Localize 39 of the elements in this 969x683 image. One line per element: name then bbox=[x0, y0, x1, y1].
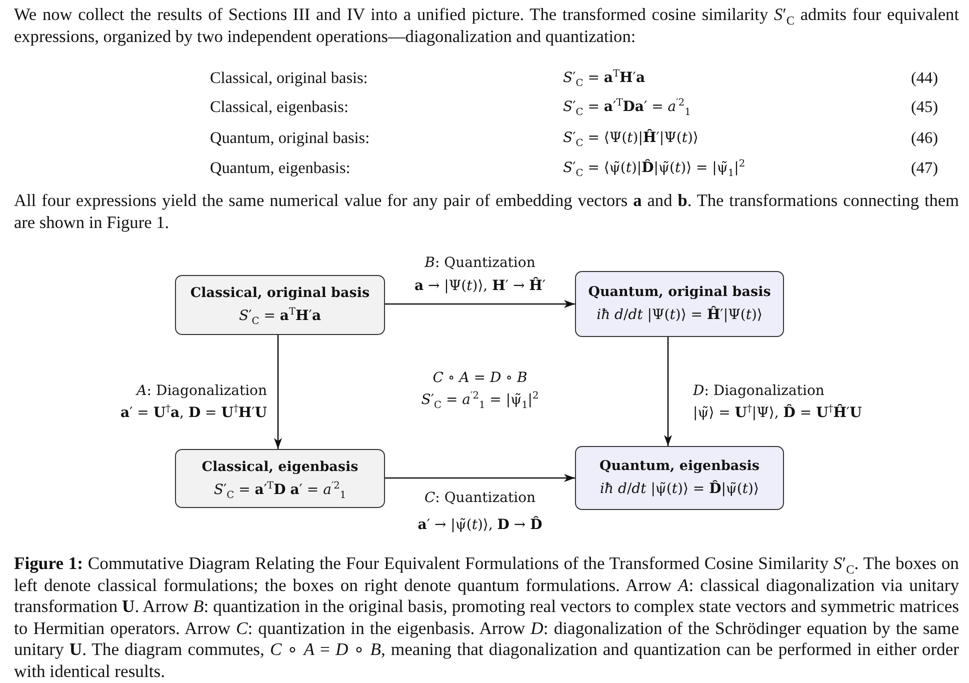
equation: S′$_{C}$ = ⟨Ψ(t)|Ĥ′|Ψ(t)⟩ bbox=[563, 128, 698, 148]
equation-label: Quantum, eigenbasis: bbox=[210, 158, 350, 178]
equation-label: Classical, eigenbasis: bbox=[210, 97, 348, 117]
edge-label: A: Diagonalization bbox=[136, 382, 267, 401]
equation: S′$_{C}$ = ⟨ψ̃(t)|D̂|ψ̃(t)⟩ = |ψ̃$_{1}$|$^{2}$ bbox=[563, 158, 746, 178]
formulation-box bbox=[175, 449, 385, 508]
paragraph: All four expressions yield the same numerical value for any pair of embedding vectors a and b. The transformations connecting them are shown in Figure 1. bbox=[14, 190, 959, 234]
formula: S′$_{C}$ = a$^{′2}$$_{1}$ = |ψ̃$_{1}$|$^{2}$ bbox=[421, 390, 539, 410]
formula: a′ = U$^{†}$a, D = U$^{†}$H′U bbox=[120, 403, 267, 423]
equation-number: (47) bbox=[911, 158, 938, 178]
arrow bbox=[385, 474, 575, 482]
arrow bbox=[274, 335, 282, 449]
formula: |ψ̃⟩ = U$^{†}$|Ψ⟩, D̂ = U$^{†}$Ĥ′U bbox=[693, 403, 862, 423]
formula: a′ → |ψ̃(t)⟩, D → D̂ bbox=[418, 515, 542, 535]
box-heading: Classical, eigenbasis bbox=[202, 458, 358, 476]
formula: C ∘ A = D ∘ B bbox=[432, 369, 528, 388]
box-heading: Classical, original basis bbox=[190, 284, 370, 303]
equation-label: Quantum, original basis: bbox=[210, 128, 370, 148]
formulation-box bbox=[175, 275, 385, 335]
box-heading: Quantum, eigenbasis bbox=[600, 457, 760, 476]
box-equation: iħ d/dt |ψ̃(t)⟩ = D̂|ψ̃(t)⟩ bbox=[600, 479, 759, 499]
formula: a → |Ψ(t)⟩, H′ → Ĥ′ bbox=[414, 276, 546, 296]
formulation-box bbox=[575, 271, 784, 337]
edge-label: B: Quantization bbox=[424, 254, 536, 273]
equation: S′$_{C}$ = a$^{T}$H′a bbox=[563, 68, 646, 88]
equation-label: Classical, original basis: bbox=[210, 68, 368, 88]
box-equation: iħ d/dt |Ψ(t)⟩ = Ĥ′|Ψ(t)⟩ bbox=[596, 305, 762, 325]
paragraph: We now collect the results of Sections III and IV into a unified picture. The transformed cosine similarity S′$_{C}$ admits four equivalent expressions, organized by two independent operations—diagonalization and quantization: bbox=[14, 4, 959, 48]
figure-caption: Figure 1: Commutative Diagram Relating the Four Equivalent Formulations of the Transformed Cosine Similarity S′$_{C}$. The boxes on left denote classical formulations; the boxes on right denote quantum formulations. Arrow A: classical diagonalization via unitary transformation U. Arrow B: quantization in the original basis, promoting real vectors to complex state vectors and symmetric matrices to Hermitian operators. Arrow C: quantization in the eigenbasis. Arrow D: diagonalization of the Schrödinger equation by the same unitary U. The diagram commutes, C ∘ A = D ∘ B, meaning that diagonalization and quantization can be performed in either order with identical results. bbox=[14, 553, 959, 683]
equation-number: (44) bbox=[911, 68, 938, 88]
edge-label: D: Diagonalization bbox=[693, 382, 824, 401]
formulation-box bbox=[575, 446, 784, 510]
edge-label: C: Quantization bbox=[424, 489, 536, 508]
box-heading: Quantum, original basis bbox=[588, 283, 771, 302]
box-equation: S′$_{C}$ = a$^{T}$H′a bbox=[238, 306, 322, 326]
arrow bbox=[664, 337, 672, 446]
equation-number: (45) bbox=[911, 97, 938, 117]
arrow bbox=[385, 300, 575, 308]
equation-number: (46) bbox=[911, 128, 938, 148]
